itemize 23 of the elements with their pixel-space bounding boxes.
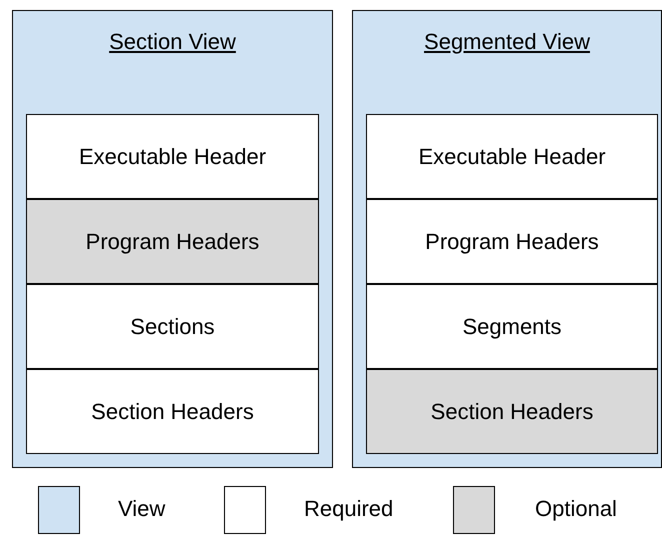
required-block <box>26 284 319 369</box>
legend-label: Optional <box>535 496 617 522</box>
required-block <box>26 114 319 199</box>
block-label: Program Headers <box>425 228 599 254</box>
block-label: Segments <box>462 314 562 340</box>
block-label: Section Headers <box>91 398 254 424</box>
block-label: Section Headers <box>430 398 594 424</box>
block-label: Sections <box>130 314 215 340</box>
optional-block <box>26 199 319 284</box>
block-label: Program Headers <box>86 228 260 254</box>
legend-label: View <box>118 496 166 522</box>
required-block <box>26 369 319 454</box>
legend-label: Required <box>304 496 394 522</box>
panel-title: Section View <box>109 29 236 55</box>
panel-title: Segmented View <box>424 29 590 55</box>
block-label: Executable Header <box>78 144 266 170</box>
block-label: Executable Header <box>418 144 606 170</box>
required-block <box>366 199 658 284</box>
optional-block <box>366 369 658 454</box>
view-panel <box>12 10 333 468</box>
required-block <box>366 284 658 369</box>
required-block <box>366 114 658 199</box>
view-panel <box>352 10 662 468</box>
